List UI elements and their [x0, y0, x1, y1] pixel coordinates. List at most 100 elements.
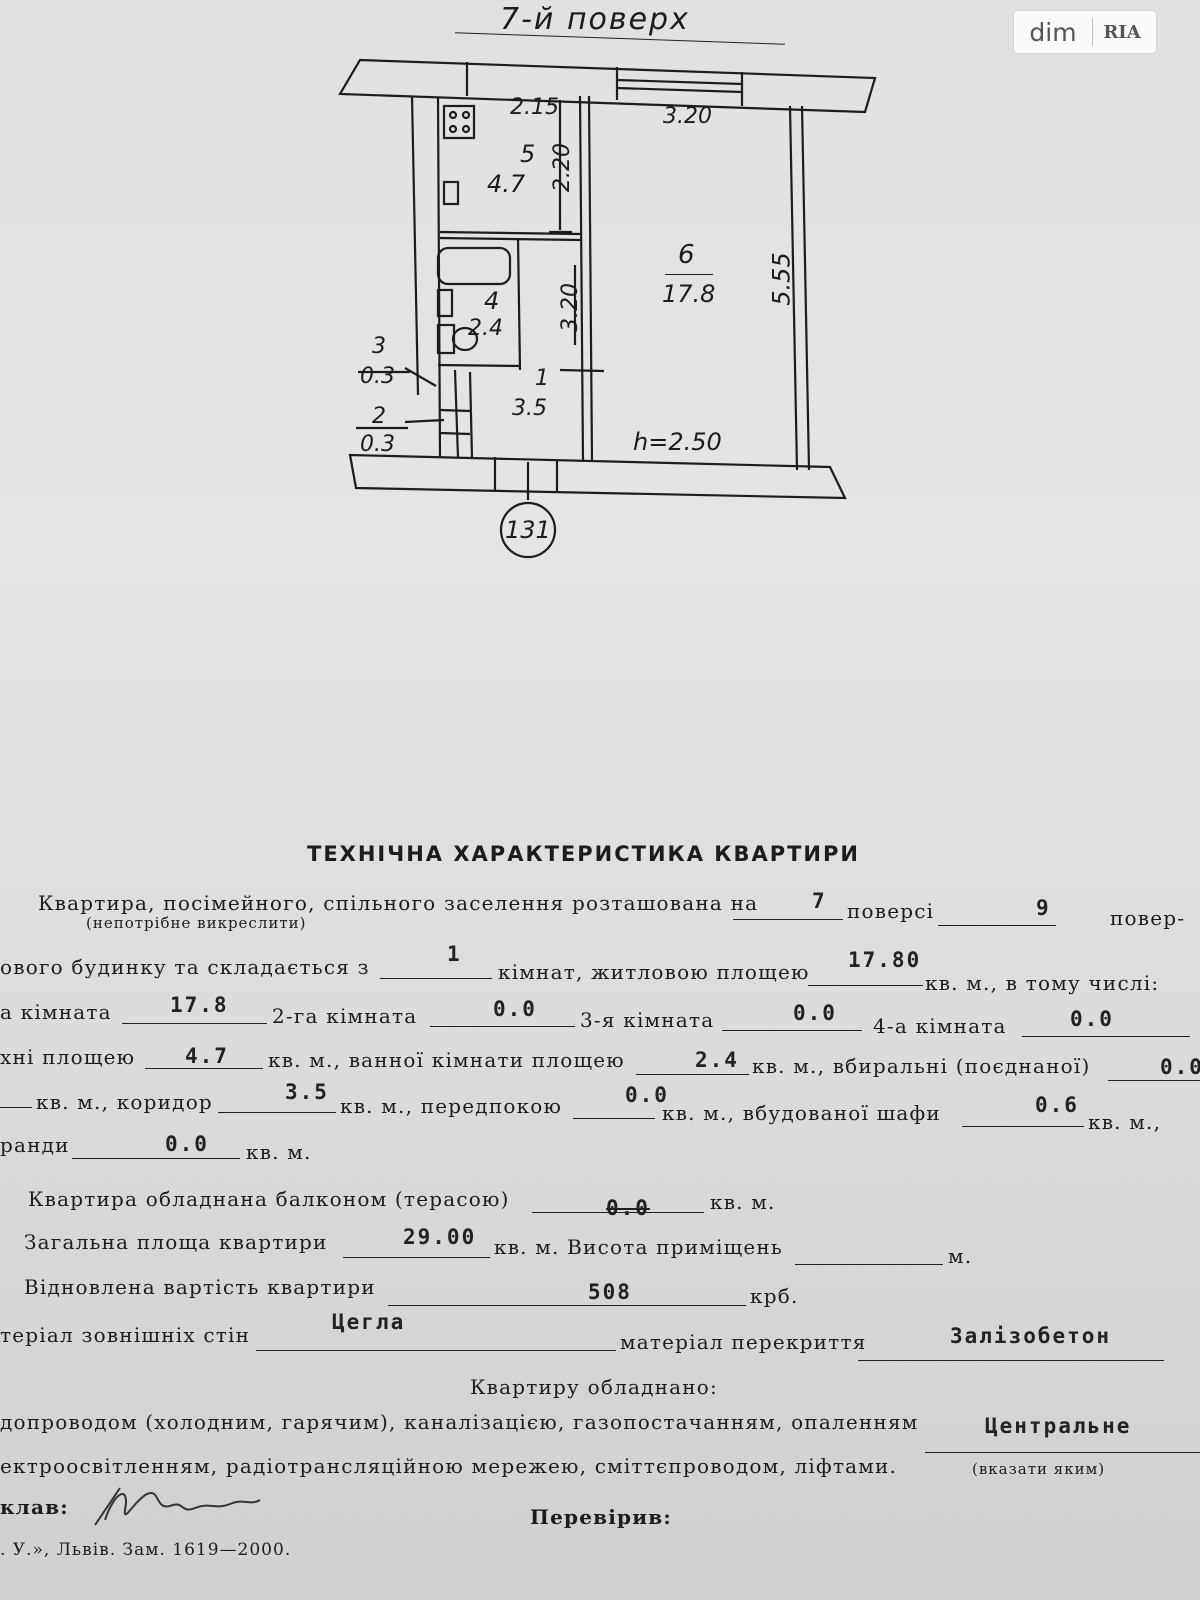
hallway-field-line	[573, 1118, 655, 1119]
dim-room-depth: 5.55	[767, 252, 796, 306]
room3-field-line	[722, 1030, 862, 1031]
corridor-value: 3.5	[285, 1080, 329, 1104]
entrance-circle	[499, 501, 557, 559]
equipment-heading: Квартиру обладнано:	[470, 1375, 718, 1399]
total-area-value: 29.00	[403, 1225, 477, 1249]
living-area-field-line	[808, 985, 923, 986]
room4-value: 0.0	[1070, 1007, 1114, 1031]
toilet-field-line-cont	[0, 1107, 32, 1108]
room-4-area: 2.4	[468, 316, 503, 341]
kitchen-field-line	[145, 1068, 263, 1069]
line3-text-d: 4-а кімната	[873, 1014, 1007, 1038]
line6-text-a: ранди	[0, 1133, 70, 1157]
room-5-area: 4.7	[487, 170, 526, 198]
dim-room-width: 3.20	[663, 104, 712, 129]
room-4-number: 4	[484, 287, 500, 315]
line12-text: допроводом (холодним, гарячим), каналіза…	[0, 1410, 919, 1434]
signature	[94, 1487, 261, 1526]
line1-text-a: Квартира, посімейного, спільного заселен…	[38, 891, 759, 915]
room-3-number: 3	[372, 334, 386, 359]
line2-text-b: кімнат, житловою площею	[498, 960, 810, 984]
corridor-field-line	[218, 1112, 336, 1113]
line2-text-c: кв. м., в тому числі:	[925, 971, 1160, 995]
dim-ceiling-height: h=2.50	[633, 428, 722, 456]
line1-text-c: повер-	[1110, 906, 1186, 930]
floor-field-line	[733, 919, 843, 920]
room4-field-line	[1022, 1036, 1190, 1037]
toilet-field-line	[1108, 1080, 1200, 1081]
bathroom-value: 2.4	[695, 1048, 739, 1072]
line9-text-b: крб.	[750, 1284, 799, 1308]
wardrobe-field-line	[962, 1126, 1084, 1127]
balcony-field-line	[532, 1212, 704, 1213]
room2-value: 0.0	[493, 997, 537, 1021]
room-6-area: 17.8	[662, 280, 716, 308]
room-3-area: 0.3	[360, 364, 395, 389]
rooms-count-field-line	[380, 978, 492, 979]
room-6-number: 6	[678, 240, 695, 270]
kitchen-value: 4.7	[185, 1044, 229, 1068]
room-2-area: 0.3	[360, 432, 395, 457]
heating-value: Центральне	[985, 1414, 1132, 1438]
watermark-ria-logo: RIA	[1103, 21, 1141, 43]
line3-text-c: 3-я кімната	[580, 1008, 715, 1032]
total-area-field-line	[343, 1257, 490, 1258]
room2-field-line	[430, 1026, 575, 1027]
dim-bath-depth: 3.20	[557, 283, 583, 332]
floor-label: 7-й поверх	[500, 2, 690, 37]
floor-plan-drawing	[338, 58, 877, 559]
entrance-number: 131	[505, 516, 551, 544]
dim-kitchen-depth: 2.20	[549, 143, 575, 192]
line3-text-b: 2-га кімната	[272, 1004, 418, 1028]
veranda-field-line	[72, 1158, 240, 1159]
line10-text-b: матеріал перекриття	[620, 1330, 867, 1354]
wardrobe-value: 0.6	[1035, 1093, 1079, 1117]
line8-text-c: м.	[948, 1244, 973, 1268]
printer-imprint: . У.», Львів. Зам. 1619—2000.	[0, 1540, 292, 1560]
room-1-area: 3.5	[512, 396, 547, 421]
line4-text-a: хні площею	[0, 1045, 136, 1069]
value-field-line	[388, 1305, 746, 1306]
compiled-by-label: клав:	[0, 1495, 69, 1519]
line5-text-d: кв. м.,	[1088, 1110, 1162, 1134]
line5-text-c: кв. м., вбудованої шафи	[662, 1101, 941, 1125]
room-6-fraction-line	[665, 274, 713, 275]
heating-note: (вказати яким)	[972, 1460, 1106, 1478]
line1-note: (непотрібне викреслити)	[86, 914, 307, 932]
wall-material-field-line	[256, 1350, 616, 1351]
veranda-value: 0.0	[165, 1132, 209, 1156]
watermark-brand: dim	[1029, 17, 1077, 47]
living-area-value: 17.80	[848, 948, 922, 972]
line7-text-b: кв. м.	[710, 1190, 776, 1214]
restored-value: 508	[588, 1280, 632, 1304]
line4-text-c: кв. м., вбиральні (поєднаної)	[752, 1054, 1091, 1078]
room-1-number: 1	[535, 366, 549, 391]
line10-text-a: теріал зовнішніх стін	[0, 1323, 251, 1347]
floor-material-value: Залізобетон	[950, 1324, 1112, 1348]
floor-material-field-line	[858, 1360, 1164, 1361]
line8-text-b: кв. м. Висота приміщень	[494, 1235, 784, 1259]
heating-field-line	[925, 1452, 1200, 1453]
line5-text-a: кв. м., коридор	[36, 1090, 213, 1114]
floors-total-field-line	[938, 925, 1056, 926]
line8-text-a: Загальна площа квартири	[24, 1230, 328, 1254]
line13-text: ектроосвітленням, радіотрансляційною мер…	[0, 1454, 898, 1478]
height-field-line	[795, 1264, 943, 1265]
line1-text-b: поверсі	[847, 899, 935, 923]
wall-material-value: Цегла	[332, 1310, 406, 1334]
floor-value: 7	[812, 889, 827, 913]
room1-value: 17.8	[170, 993, 229, 1017]
line5-text-b: кв. м., передпокою	[340, 1094, 563, 1118]
line6-text-b: кв. м.	[246, 1140, 312, 1164]
room1-field-line	[122, 1023, 267, 1024]
line4-text-b: кв. м., ванної кімнати площею	[268, 1048, 625, 1072]
dim-kitchen-width: 2.15	[510, 95, 559, 120]
watermark-divider	[1092, 18, 1093, 46]
balcony-value: 0.0	[606, 1196, 650, 1220]
line3-text-a: а кімната	[0, 1000, 112, 1024]
line2-text-a: ового будинку та складається з	[0, 955, 370, 979]
checked-by-label: Перевірив:	[530, 1505, 672, 1529]
toilet-value: 0.0	[1160, 1055, 1200, 1079]
line9-text-a: Відновлена вартість квартири	[24, 1275, 376, 1299]
watermark-logo: dim RIA	[1014, 11, 1156, 53]
